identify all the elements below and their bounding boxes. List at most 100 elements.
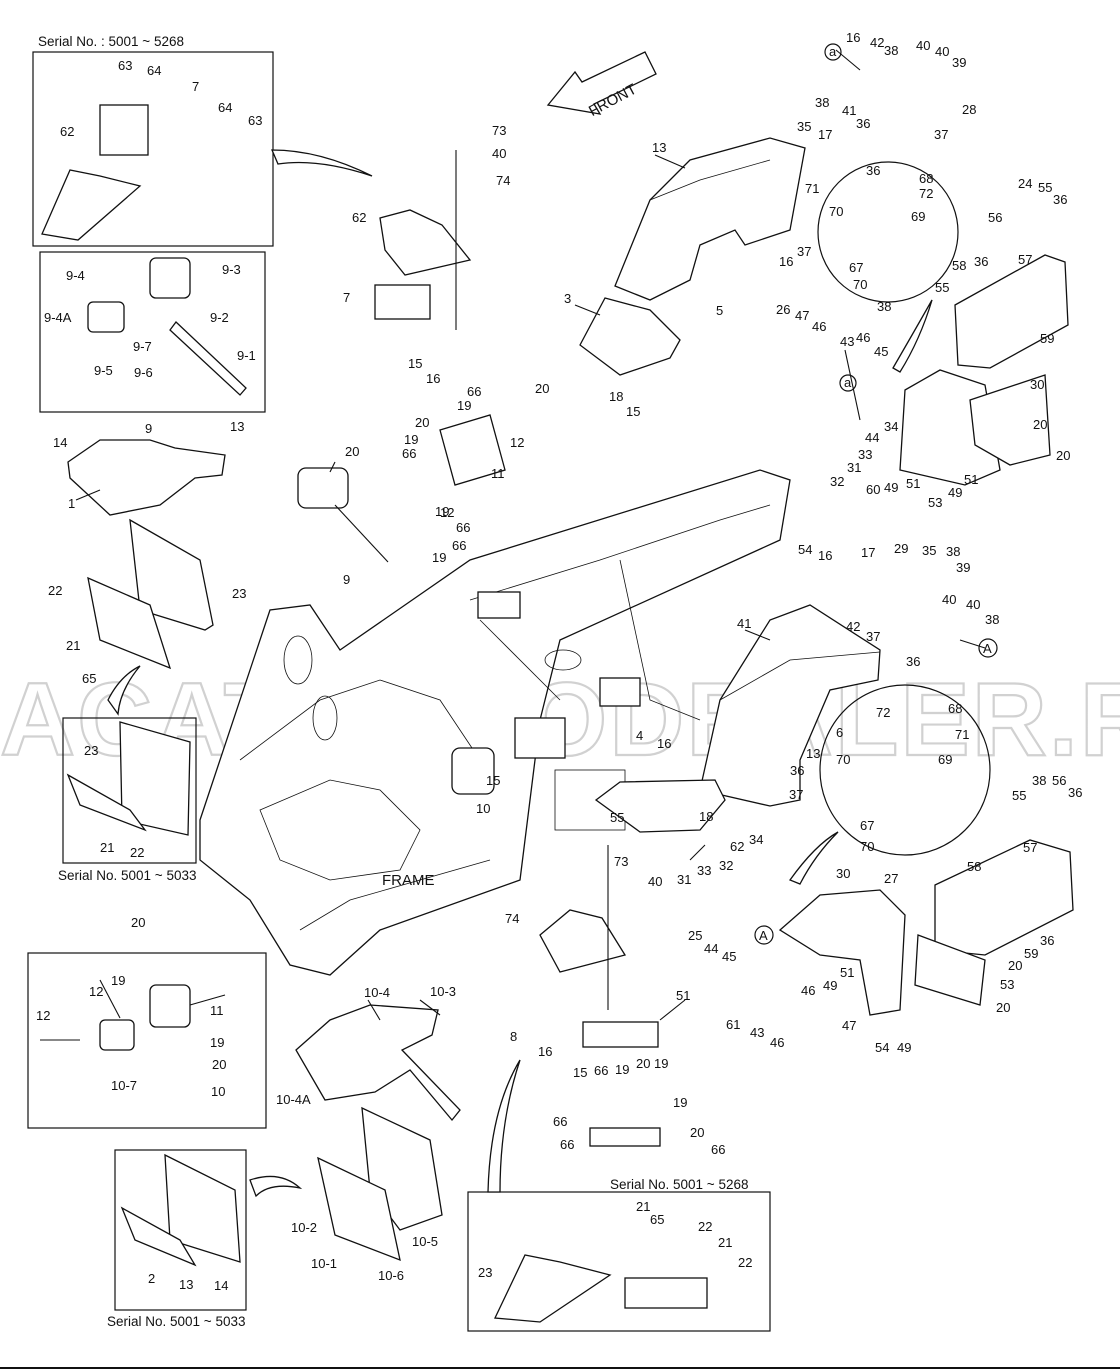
flap-60 [969, 374, 1051, 466]
part-label: 47 [795, 308, 809, 323]
part-label: 30 [836, 866, 850, 881]
step-box-6 [594, 779, 726, 833]
pointer-arrow-bottom-center [487, 1059, 521, 1193]
part-label: 25 [688, 928, 702, 943]
part-label: 14 [214, 1278, 228, 1293]
part-label: 16 [779, 254, 793, 269]
inset-arm-9-1 [169, 321, 247, 396]
part-label: 37 [797, 244, 811, 259]
machine-frame: FRAME [199, 469, 791, 976]
part-label: 36 [790, 763, 804, 778]
part-label: 14 [53, 435, 67, 450]
part-label: 40 [648, 874, 662, 889]
part-label: 36 [906, 654, 920, 669]
part-label: 19 [111, 973, 125, 988]
part-label: 38 [985, 612, 999, 627]
part-label: 74 [496, 173, 510, 188]
mudflap-23-upper [129, 518, 214, 631]
part-label: 33 [697, 863, 711, 878]
part-label: 62 [730, 839, 744, 854]
inset-flap-22-bottom [120, 1206, 197, 1267]
part-label: 40 [966, 597, 980, 612]
part-label: 54 [875, 1040, 889, 1055]
inset-lamp-9-4 [87, 301, 125, 333]
inset-flap-22-mid [66, 773, 147, 832]
part-label: 71 [805, 181, 819, 196]
part-label: 16 [657, 736, 671, 751]
part-label: 20 [636, 1056, 650, 1071]
part-label: 65 [650, 1212, 664, 1227]
circle-ref-a-mid: a [839, 374, 857, 392]
part-label: 22 [698, 1219, 712, 1234]
part-label: 36 [1053, 192, 1067, 207]
part-label: 44 [704, 941, 718, 956]
part-label: 10-1 [311, 1256, 337, 1271]
part-label: 57 [1023, 840, 1037, 855]
part-label: 37 [934, 127, 948, 142]
part-label: 46 [812, 319, 826, 334]
part-label: 15 [486, 773, 500, 788]
part-label: 9-1 [237, 348, 256, 363]
inset-box-mid-left [62, 717, 197, 864]
serial-caption-mid-left: Serial No. 5001 ~ 5033 [58, 868, 196, 883]
part-label: 71 [955, 727, 969, 742]
part-label: 36 [974, 254, 988, 269]
frame-pad-2 [599, 677, 641, 707]
part-label: 59 [1040, 331, 1054, 346]
part-label: 64 [218, 100, 232, 115]
part-label: 10-2 [291, 1220, 317, 1235]
inset-light-frame-9-3 [149, 257, 191, 299]
part-label: 22 [130, 845, 144, 860]
part-label: 9 [145, 421, 152, 436]
bracket-25 [778, 889, 906, 1016]
part-label: 23 [478, 1265, 492, 1280]
part-label: 16 [846, 30, 860, 45]
pointer-arrow-top-left [271, 149, 373, 177]
part-label: 49 [897, 1040, 911, 1055]
part-label: 69 [938, 752, 952, 767]
part-label: 62 [352, 210, 366, 225]
part-label: 66 [452, 538, 466, 553]
fender-4 [699, 604, 881, 807]
part-label: 18 [609, 389, 623, 404]
inset-box-bottom-center [467, 1191, 771, 1332]
inset-mudflap-23-mid [119, 721, 191, 836]
part-label: 15 [626, 404, 640, 419]
part-label: 60 [866, 482, 880, 497]
light-10 [451, 747, 495, 795]
inset-guard-62 [41, 169, 142, 241]
svg-text:a: a [829, 44, 837, 59]
pointer-arrow-bottom-left [249, 1175, 303, 1198]
flap-61 [914, 934, 986, 1006]
part-label: 55 [1038, 180, 1052, 195]
part-label: 38 [884, 43, 898, 58]
part-label: 66 [594, 1063, 608, 1078]
part-label: 42 [846, 619, 860, 634]
part-label: 53 [1000, 977, 1014, 992]
part-label: 12 [89, 984, 103, 999]
fender-3 [614, 137, 806, 301]
plate-11-upper [439, 414, 506, 486]
part-label: 20 [690, 1125, 704, 1140]
part-label: 45 [874, 344, 888, 359]
part-label: 40 [935, 44, 949, 59]
inset-light-frame-10-3 [149, 984, 191, 1028]
part-label: 46 [856, 330, 870, 345]
frame-pad-1 [477, 591, 521, 619]
part-label: 6 [836, 725, 843, 740]
mudflap-22-upper [87, 576, 172, 670]
part-label: 26 [776, 302, 790, 317]
part-label: 38 [1032, 773, 1046, 788]
part-label: 72 [919, 186, 933, 201]
part-label: 38 [815, 95, 829, 110]
part-label: 12 [36, 1008, 50, 1023]
part-label: 19 [457, 398, 471, 413]
svg-text:A: A [983, 641, 992, 656]
part-label: 68 [919, 171, 933, 186]
serial-caption-bottom-left: Serial No. 5001 ~ 5033 [107, 1314, 245, 1329]
inset-box-light-10 [27, 952, 267, 1129]
part-label: 40 [942, 592, 956, 607]
inset-step-7 [99, 104, 149, 156]
part-label: 49 [948, 485, 962, 500]
